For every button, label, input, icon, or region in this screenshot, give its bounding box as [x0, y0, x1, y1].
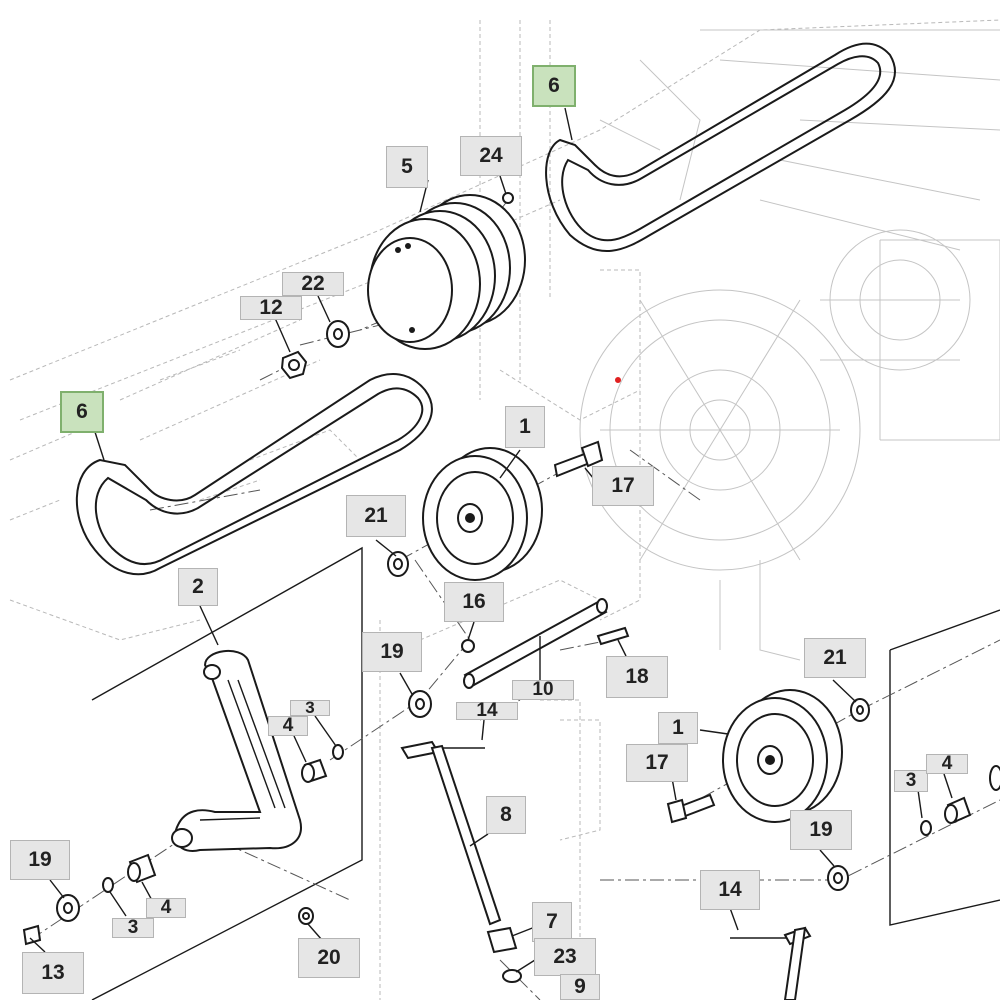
callout-9[interactable]: 9 [560, 974, 600, 1000]
nut-12-part [280, 350, 308, 380]
snap-3-right-part [920, 820, 932, 836]
spacer-24-part [502, 192, 514, 204]
callout-10[interactable]: 10 [512, 679, 574, 700]
nut-20-part [298, 907, 314, 925]
bolt-17-lower-part [666, 793, 716, 824]
callout-3-right[interactable]: 3 [894, 770, 928, 792]
callout-7[interactable]: 7 [532, 902, 572, 942]
callout-6-upper-belt[interactable]: 6 [532, 65, 576, 107]
callout-3-upper[interactable]: 3 [290, 698, 330, 717]
upper-belt [545, 42, 896, 252]
callout-19-center[interactable]: 19 [362, 632, 422, 672]
callout-2[interactable]: 2 [178, 568, 218, 606]
red-marker-dot [615, 377, 621, 383]
callout-19-left[interactable]: 19 [10, 840, 70, 880]
washer-23-part [502, 969, 522, 983]
callout-20[interactable]: 20 [298, 938, 360, 978]
washer-19-left-part [56, 894, 80, 922]
lower-belt [75, 373, 433, 576]
callout-17-upper[interactable]: 17 [592, 466, 654, 506]
washer-19-center-part [408, 690, 432, 718]
callout-18[interactable]: 18 [606, 656, 668, 698]
callout-4-right[interactable]: 4 [926, 753, 968, 774]
upper-idler-pulley [422, 447, 543, 581]
washer-21-left-part [387, 551, 409, 577]
callout-8[interactable]: 8 [486, 796, 526, 834]
bushing-4-right-part [944, 796, 972, 824]
washer-22-part [326, 320, 350, 348]
callout-5[interactable]: 5 [386, 146, 428, 188]
rod-10-part [463, 598, 608, 689]
callout-1-upper[interactable]: 1 [505, 406, 545, 448]
callout-6-lower-belt[interactable]: 6 [60, 391, 104, 433]
bolt-17-upper-part [553, 440, 604, 478]
fitting-7-part [486, 926, 518, 954]
snap-3-upper-part [332, 744, 344, 760]
callout-4-lower[interactable]: 4 [146, 897, 186, 918]
callout-23[interactable]: 23 [534, 938, 596, 976]
pin-14-lower-part [730, 926, 812, 1000]
washer-21-right-part [850, 698, 870, 722]
callout-22[interactable]: 22 [282, 272, 344, 296]
callout-21-right[interactable]: 21 [804, 638, 866, 678]
rod-8-part [430, 744, 502, 926]
callout-24[interactable]: 24 [460, 136, 522, 176]
tension-arm-part [171, 649, 302, 852]
callout-14-lower[interactable]: 14 [700, 870, 760, 910]
callout-12[interactable]: 12 [240, 296, 302, 320]
arm-right-edge-part [989, 765, 1000, 791]
callout-1-lower[interactable]: 1 [658, 712, 698, 744]
callout-13[interactable]: 13 [22, 952, 84, 994]
callout-19-right[interactable]: 19 [790, 810, 852, 850]
callout-21-left[interactable]: 21 [346, 495, 406, 537]
bushing-4-lower-part [127, 853, 157, 884]
assembly-axis-lines [29, 199, 1000, 1000]
mounting-panels [91, 546, 1000, 1000]
lower-idler-pulley [722, 689, 843, 823]
bolt-18-part [596, 626, 630, 646]
callout-16[interactable]: 16 [444, 582, 504, 622]
callout-4-upper[interactable]: 4 [268, 715, 308, 736]
callout-3-lower[interactable]: 3 [112, 917, 154, 938]
snap-3-lower-part [102, 877, 114, 893]
bushing-16-part [461, 639, 475, 653]
callout-14-center[interactable]: 14 [456, 700, 518, 721]
callout-17-lower[interactable]: 17 [626, 744, 688, 782]
drive-sheave [367, 194, 526, 350]
bushing-4-upper-part [301, 758, 328, 783]
clip-13-part [22, 924, 42, 946]
washer-19-right-part [827, 865, 849, 891]
